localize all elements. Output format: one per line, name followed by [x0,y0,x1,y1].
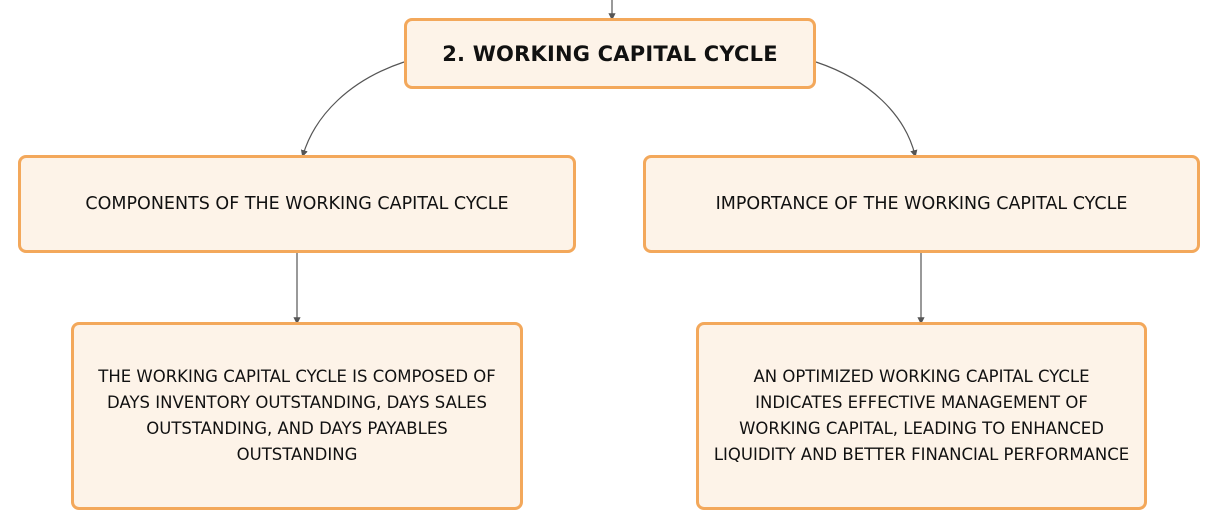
main-topic-label: 2. WORKING CAPITAL CYCLE [442,41,778,66]
connector-main-to-importance [815,61,918,158]
detail-node-importance[interactable]: AN OPTIMIZED WORKING CAPITAL CYCLE INDIC… [696,322,1147,510]
subtopic-node-importance[interactable]: IMPORTANCE OF THE WORKING CAPITAL CYCLE [643,155,1200,253]
detail-node-components[interactable]: THE WORKING CAPITAL CYCLE IS COMPOSED OF… [71,322,523,510]
subtopic-label-importance: IMPORTANCE OF THE WORKING CAPITAL CYCLE [715,194,1128,214]
subtopic-label-components: COMPONENTS OF THE WORKING CAPITAL CYCLE [85,194,509,214]
connector-main-to-components [300,61,405,158]
subtopic-node-components[interactable]: COMPONENTS OF THE WORKING CAPITAL CYCLE [18,155,576,253]
detail-text-components: THE WORKING CAPITAL CYCLE IS COMPOSED OF… [98,367,496,464]
main-topic-node[interactable]: 2. WORKING CAPITAL CYCLE [404,18,816,89]
detail-text-importance: AN OPTIMIZED WORKING CAPITAL CYCLE INDIC… [713,367,1130,464]
